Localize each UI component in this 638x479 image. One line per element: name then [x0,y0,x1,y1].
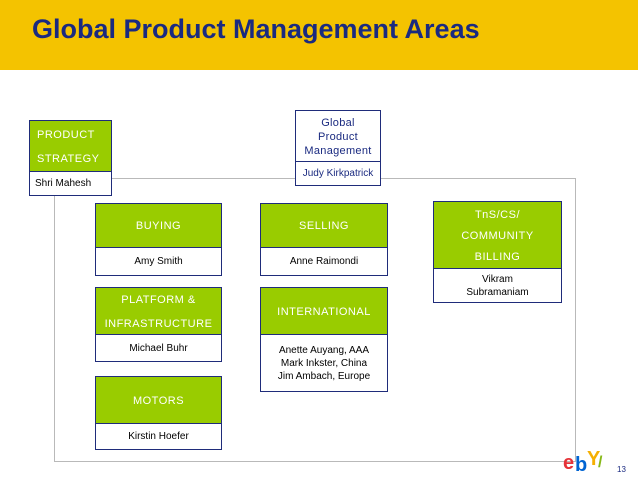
unit-label: SELLING [261,204,387,249]
unit-label: INTERNATIONAL [261,288,387,336]
unit-person: Amy Smith [96,247,221,275]
svg-text:b: b [575,454,587,475]
unit-buying: BUYING Amy Smith [95,203,222,276]
unit-label: Global Product Management [296,111,380,163]
unit-global-product-management: Global Product Management Judy Kirkpatri… [295,110,381,186]
unit-label: PRODUCT STRATEGY [30,121,111,173]
unit-person: Kirstin Hoefer [96,423,221,449]
unit-person: Anette Auyang, AAA Mark Inkster, China J… [261,334,387,391]
unit-selling: SELLING Anne Raimondi [260,203,388,276]
svg-text:/: / [598,454,603,471]
unit-label: MOTORS [96,377,221,425]
svg-text:e: e [563,452,574,474]
unit-person: Judy Kirkpatrick [296,161,380,185]
unit-international: INTERNATIONAL Anette Auyang, AAA Mark In… [260,287,388,392]
ebay-logo: e b Y / [563,448,603,475]
unit-product-strategy: PRODUCT STRATEGY Shri Mahesh [29,120,112,196]
unit-person: Anne Raimondi [261,247,387,275]
unit-person: Michael Buhr [96,334,221,361]
unit-person: Vikram Subramaniam [434,268,561,302]
unit-motors: MOTORS Kirstin Hoefer [95,376,222,450]
unit-label: PLATFORM & INFRASTRUCTURE [96,288,221,336]
unit-platform-infrastructure: PLATFORM & INFRASTRUCTURE Michael Buhr [95,287,222,362]
page-number: 13 [617,465,626,474]
unit-label: TnS/CS/ COMMUNITY BILLING [434,202,561,270]
svg-text:Y: Y [587,448,601,470]
title-bar: Global Product Management Areas [0,0,638,70]
unit-tns-cs-community-billing: TnS/CS/ COMMUNITY BILLING Vikram Subrama… [433,201,562,303]
unit-label: BUYING [96,204,221,249]
unit-person: Shri Mahesh [30,171,111,195]
page-title: Global Product Management Areas [32,14,480,44]
